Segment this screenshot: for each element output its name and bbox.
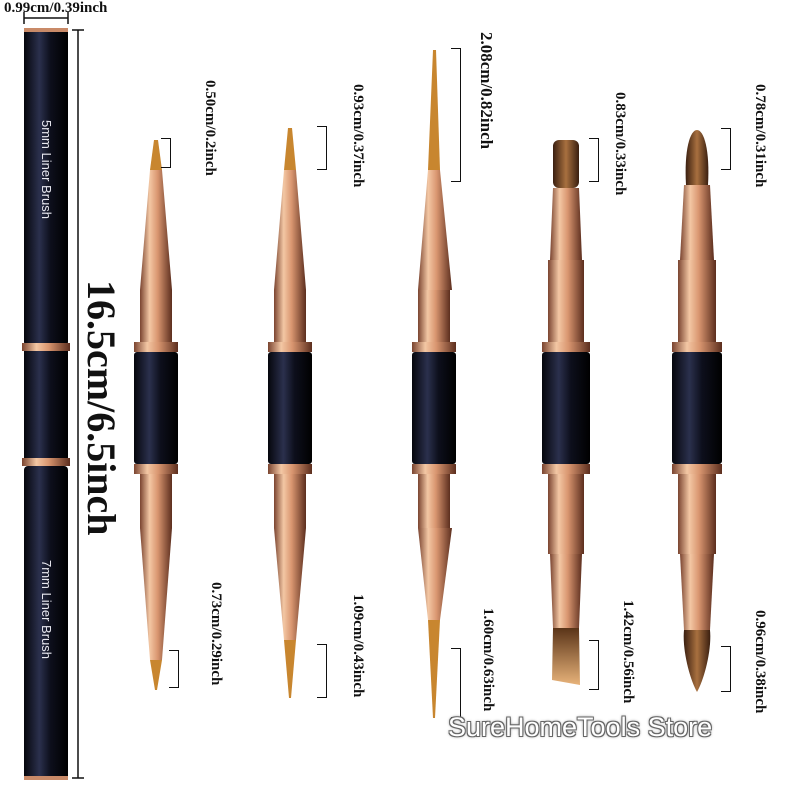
brush-1-bottom-bracket	[169, 650, 179, 688]
brush-4-top-tip-label: 0.83cm/0.33inch	[612, 92, 628, 196]
brush-3-top-bracket	[446, 48, 461, 182]
brush-4-bottom-tip-label: 1.42cm/0.56inch	[620, 600, 636, 704]
brush-2-bottom-tip-label: 1.09cm/0.43inch	[350, 594, 366, 698]
brush-5-top-tip-label: 0.78cm/0.31inch	[752, 84, 768, 188]
brush-1-top-bracket	[161, 138, 171, 168]
brush-2-top-tip-label: 0.93cm/0.37inch	[350, 84, 366, 188]
brush-4-top-bracket	[589, 138, 599, 182]
closed-brush-handle	[22, 28, 70, 780]
brush-1-top-tip-label: 0.50cm/0.2inch	[202, 80, 218, 176]
handle-caption-top: 5mm Liner Brush	[39, 120, 54, 219]
brush-1	[134, 140, 178, 690]
brush-4	[542, 140, 590, 685]
brush-1-bottom-tip-label: 0.73cm/0.29inch	[208, 582, 224, 686]
diameter-marker	[23, 12, 69, 24]
diameter-label: 0.99cm/0.39inch	[4, 0, 108, 16]
handle-caption-bottom: 7mm Liner Brush	[39, 560, 54, 659]
brush-4-bottom-bracket	[589, 640, 599, 690]
brush-5-bottom-bracket	[714, 646, 731, 692]
brush-5	[672, 130, 722, 692]
brush-2-bottom-bracket	[317, 644, 327, 698]
brush-3	[412, 50, 456, 718]
brush-5-top-bracket	[712, 128, 731, 170]
brush-3-top-tip-label: 2.08cm/0.82inch	[477, 32, 496, 150]
brush-2-top-bracket	[317, 126, 327, 170]
store-watermark: SureHomeTools Store	[448, 712, 713, 742]
total-length-label: 16.5cm/6.5inch	[79, 280, 124, 536]
brush-3-bottom-tip-label: 1.60cm/0.63inch	[480, 608, 496, 712]
brush-3-bottom-bracket	[446, 648, 461, 718]
brush-2	[268, 128, 312, 698]
length-marker	[72, 29, 84, 779]
brush-5-bottom-tip-label: 0.96cm/0.38inch	[752, 610, 768, 714]
